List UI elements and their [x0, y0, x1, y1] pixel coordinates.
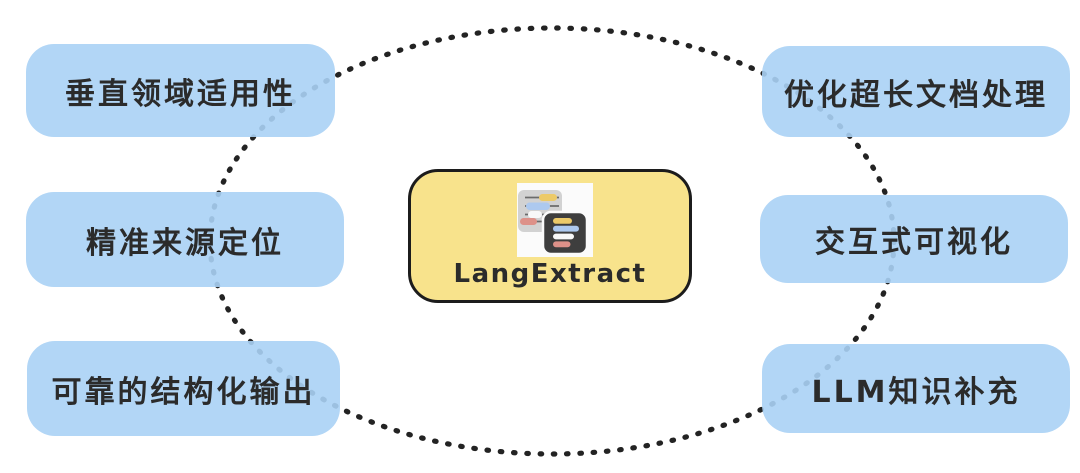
feature-llm-knowledge: LLM知识补充 [762, 344, 1070, 433]
feature-interactive-visualization-label: 交互式可视化 [815, 225, 1013, 260]
feature-structured-output-label: 可靠的结构化输出 [51, 374, 316, 410]
feature-vertical-domain: 垂直领域适用性 [26, 44, 335, 137]
feature-vertical-domain-label: 垂直领域适用性 [65, 76, 296, 112]
feature-long-document-label: 优化超长文档处理 [784, 77, 1048, 113]
langextract-logo-icon [517, 183, 593, 257]
langextract-node: LangExtract [408, 169, 692, 303]
feature-interactive-visualization: 交互式可视化 [760, 195, 1068, 283]
feature-source-grounding: 精准来源定位 [26, 192, 344, 287]
feature-structured-output: 可靠的结构化输出 [27, 341, 340, 436]
feature-long-document: 优化超长文档处理 [762, 46, 1070, 137]
feature-source-grounding-label: 精准来源定位 [86, 225, 284, 261]
center-label: LangExtract [453, 259, 647, 289]
feature-llm-knowledge-label: LLM知识补充 [811, 374, 1021, 410]
